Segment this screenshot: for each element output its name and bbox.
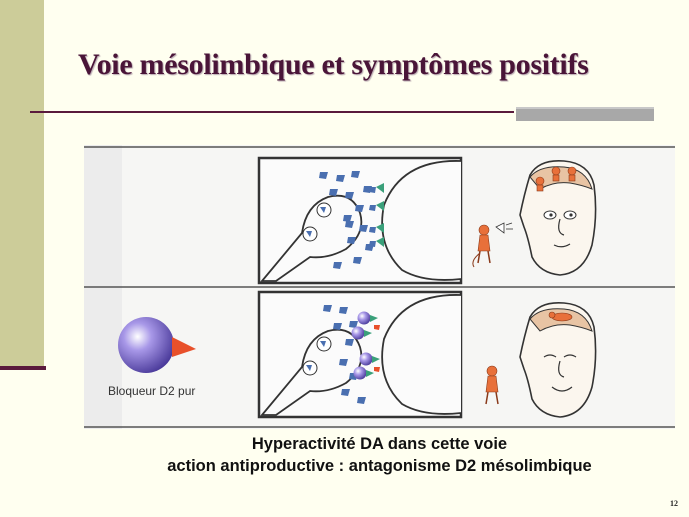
synapse-box-bottom [257, 290, 463, 419]
left-sidebar-bar [0, 0, 44, 367]
head-illustration-bottom [485, 301, 597, 418]
synapse-box-top [257, 156, 463, 285]
caption-line-1: Hyperactivité DA dans cette voie [251, 435, 508, 453]
caption-line-2: action antiproductive : antagonisme D2 m… [167, 457, 592, 475]
head-illustration-top [472, 159, 597, 276]
title-rule [30, 111, 514, 113]
blocker-label: Bloqueur D2 pur [108, 384, 195, 398]
devil-icon [472, 224, 491, 268]
dopamine-molecules [319, 171, 374, 269]
devil-icon [485, 365, 499, 405]
devil-icon [535, 166, 577, 192]
title-rule-accent [516, 107, 654, 121]
bound-blockers [351, 311, 380, 380]
devil-icon [548, 311, 573, 322]
dopamine-molecules [323, 305, 366, 404]
d2-blocker-icon [118, 317, 196, 373]
d2-receptors [369, 183, 384, 247]
synapse-figure: Bloqueur D2 pur [84, 145, 675, 429]
left-sidebar-accent [0, 366, 46, 370]
postsynaptic-neuron [381, 294, 462, 415]
slide-title: Voie mésolimbique et symptômes positifs [78, 48, 589, 81]
page-number: 12 [670, 499, 678, 508]
